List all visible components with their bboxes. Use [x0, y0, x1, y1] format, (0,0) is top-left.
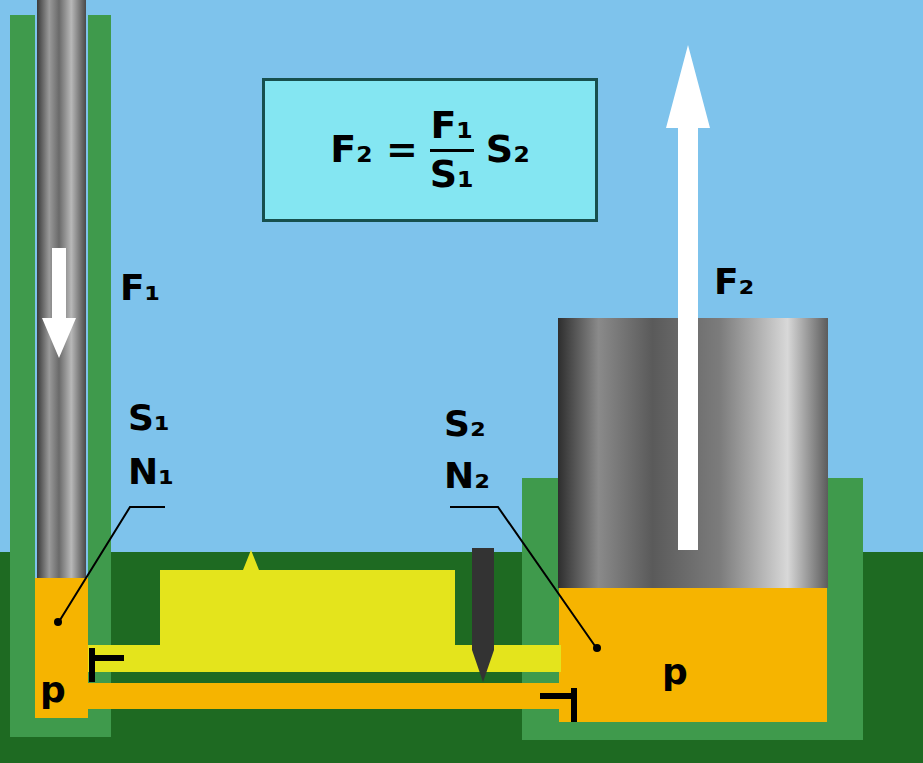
- fluid: [35, 578, 88, 718]
- pressure-label: p: [662, 652, 688, 692]
- formula-text: F₂ =: [330, 129, 418, 171]
- check-valve: [92, 648, 124, 682]
- point-dot: [54, 618, 62, 626]
- pressure-label: p: [40, 670, 66, 710]
- point-dot: [593, 644, 601, 652]
- quantity-label: S₂: [444, 404, 486, 444]
- formula-text: F₁: [431, 105, 474, 147]
- pipe: [86, 683, 562, 709]
- formula-text: S₂: [486, 129, 530, 171]
- small-piston: [37, 0, 86, 578]
- force-arrow: [666, 45, 710, 550]
- quantity-label: S₁: [128, 398, 170, 438]
- fluid: [559, 588, 827, 722]
- release-valve: [472, 548, 494, 682]
- force-arrow: [42, 248, 76, 358]
- fraction-bar: [430, 149, 474, 152]
- check-valve: [540, 688, 574, 722]
- formula-box: F₂ = F₁ S₁ S₂: [262, 78, 598, 222]
- quantity-label: F₂: [714, 262, 754, 302]
- quantity-label: F₁: [120, 268, 160, 308]
- quantity-label: N₂: [444, 456, 490, 496]
- quantity-label: N₁: [128, 452, 174, 492]
- fraction: F₁ S₁: [430, 105, 474, 196]
- leader-line: [60, 507, 165, 620]
- leader-line: [450, 507, 595, 646]
- formula-text: S₁: [430, 154, 474, 196]
